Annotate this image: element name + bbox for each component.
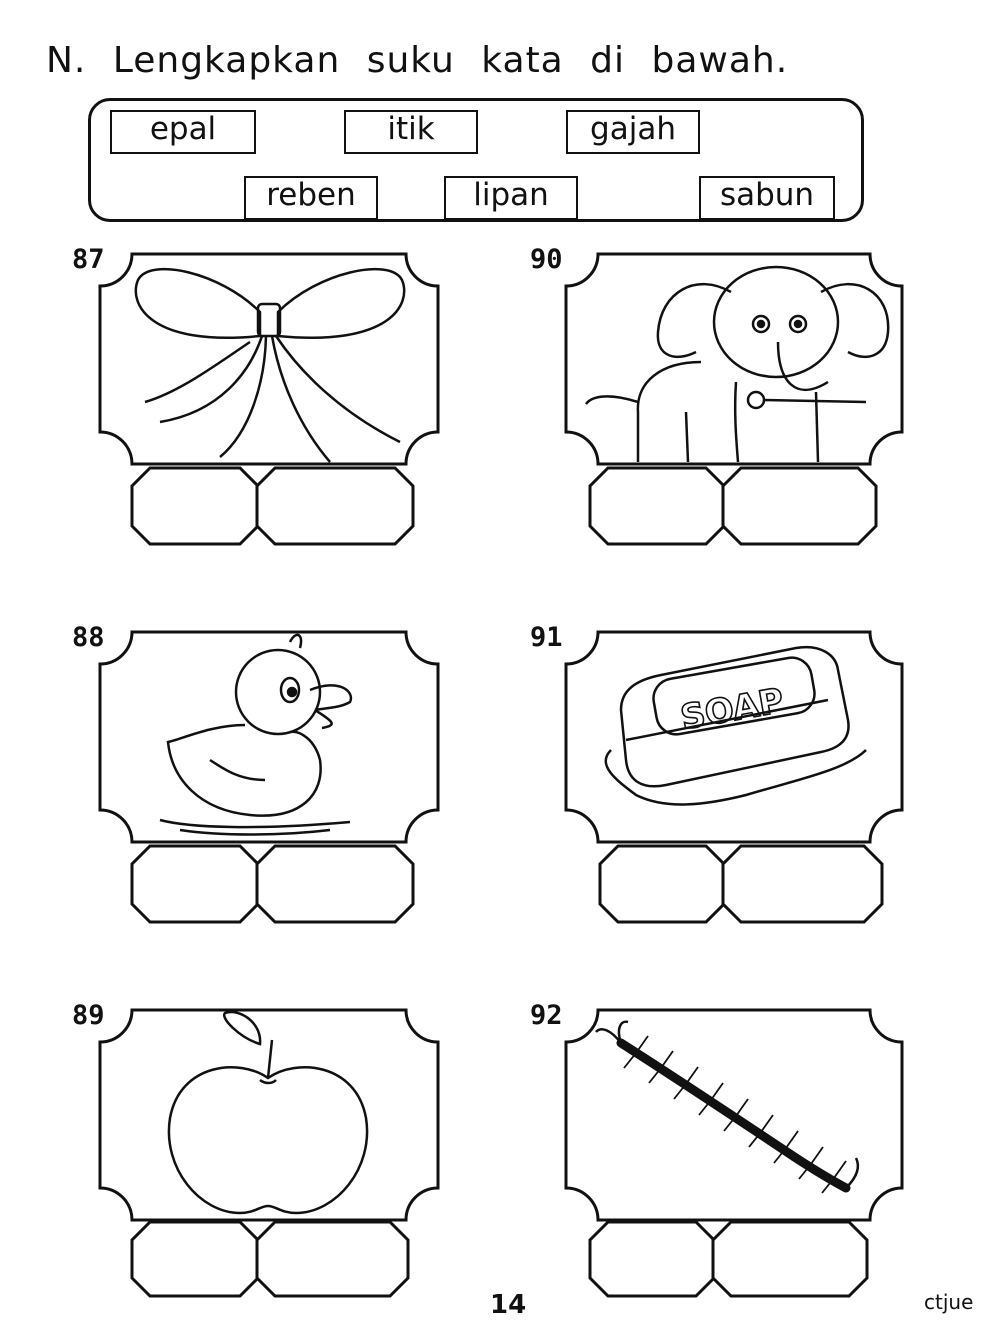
syllable-answer-box[interactable] bbox=[588, 466, 726, 546]
picture-frame bbox=[564, 252, 904, 466]
picture-frame bbox=[98, 252, 440, 466]
syllable-answer-box[interactable] bbox=[588, 1220, 716, 1298]
picture-frame bbox=[98, 1008, 440, 1222]
centipede-icon bbox=[595, 1020, 860, 1194]
item-number: 91 bbox=[530, 622, 563, 653]
item-number: 87 bbox=[72, 244, 105, 275]
instruction-heading: N. Lengkapkan suku kata di bawah. bbox=[46, 40, 789, 81]
syllable-answer-box[interactable] bbox=[130, 1220, 260, 1298]
word-bank bbox=[88, 98, 864, 222]
picture-frame bbox=[564, 630, 904, 844]
page-number: 14 bbox=[490, 1290, 527, 1320]
item-card-88 bbox=[98, 630, 440, 924]
syllable-answer-box[interactable] bbox=[255, 1220, 410, 1298]
duckling-icon bbox=[159, 633, 353, 836]
word-bank-word[interactable]: gajah bbox=[566, 110, 700, 154]
syllable-answer-box[interactable] bbox=[130, 466, 260, 546]
ribbon-bow-icon bbox=[134, 267, 406, 463]
syllable-answer-box[interactable] bbox=[130, 844, 260, 924]
word-bank-word[interactable]: lipan bbox=[444, 176, 578, 220]
elephant-icon bbox=[584, 265, 890, 463]
item-card-90 bbox=[564, 252, 904, 546]
item-number: 88 bbox=[72, 622, 105, 653]
word-bank-word[interactable]: itik bbox=[344, 110, 478, 154]
item-card-92 bbox=[564, 1008, 904, 1298]
word-bank-word[interactable]: sabun bbox=[699, 176, 835, 220]
item-number: 89 bbox=[72, 1000, 105, 1031]
item-card-89 bbox=[98, 1008, 440, 1298]
word-bank-word[interactable]: reben bbox=[244, 176, 378, 220]
syllable-answer-box[interactable] bbox=[711, 1220, 869, 1298]
credit-text: ctjue bbox=[924, 1290, 974, 1314]
syllable-answer-box[interactable] bbox=[721, 844, 884, 924]
word-bank-word[interactable]: epal bbox=[110, 110, 256, 154]
syllable-answer-box[interactable] bbox=[598, 844, 726, 924]
item-card-87 bbox=[98, 252, 440, 546]
item-number: 90 bbox=[530, 244, 563, 275]
item-card-91: SOAP bbox=[564, 630, 904, 924]
item-number: 92 bbox=[530, 1000, 563, 1031]
syllable-answer-box[interactable] bbox=[255, 466, 415, 546]
apple-icon bbox=[167, 1010, 369, 1215]
syllable-answer-box[interactable] bbox=[721, 466, 878, 546]
picture-frame bbox=[98, 630, 440, 844]
syllable-answer-box[interactable] bbox=[255, 844, 415, 924]
